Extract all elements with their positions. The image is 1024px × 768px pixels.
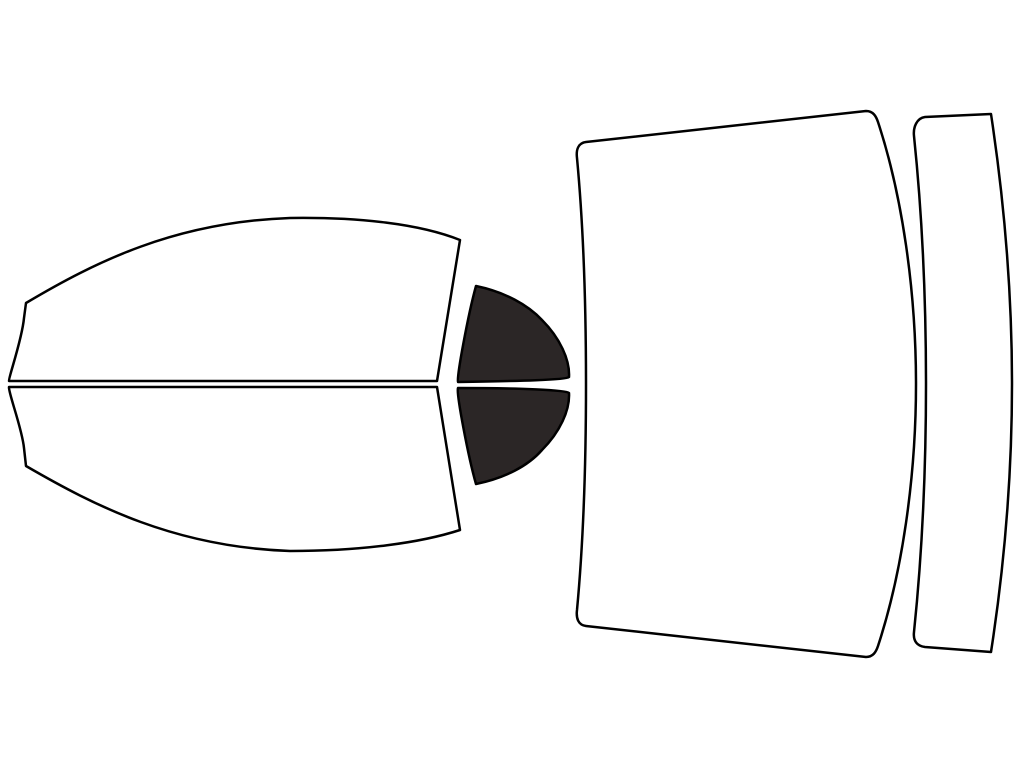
rear-quarter-window-top bbox=[456, 284, 571, 384]
front-door-window-top bbox=[7, 216, 462, 383]
front-door-window-bottom bbox=[7, 385, 462, 553]
rear-windshield-strip bbox=[912, 112, 1014, 654]
rear-quarter-window-bottom bbox=[456, 386, 571, 486]
rear-windshield bbox=[575, 109, 918, 659]
